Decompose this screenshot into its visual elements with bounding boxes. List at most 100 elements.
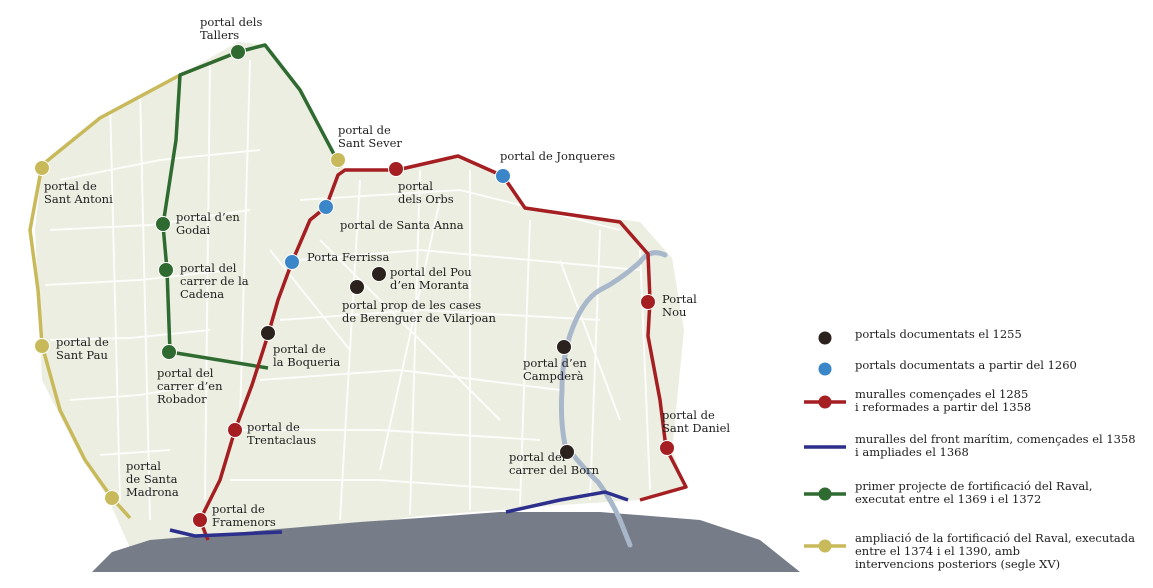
- portal-label-line: portal: [126, 459, 161, 473]
- legend-label-line: intervencions posteriors (segle XV): [855, 557, 1060, 571]
- portal-label-line: Sant Antoni: [44, 192, 113, 206]
- portal-marker-sant-daniel: [659, 440, 675, 456]
- wall-1285: [198, 154, 688, 541]
- legend-label-line: primer projecte de fortificació del Rava…: [855, 479, 1093, 493]
- street-line: [639, 249, 651, 491]
- portal-label-line: portal de Jonqueres: [500, 149, 615, 163]
- street-line: [319, 239, 501, 421]
- street-line: [409, 169, 421, 516]
- portal-label-line: de Santa: [126, 472, 178, 486]
- portal-marker-jonqueres: [495, 168, 511, 184]
- portal-label-line: Portal: [662, 292, 697, 306]
- portal-label-line: carrer del Born: [509, 463, 600, 477]
- portal-label-line: portal de: [56, 335, 109, 349]
- street-line: [44, 269, 231, 286]
- portal-label-line: Trentaclaus: [247, 433, 316, 447]
- portal-label-line: carrer de la: [180, 274, 249, 288]
- street-line: [269, 249, 351, 351]
- legend-symbol-dot: [818, 362, 832, 376]
- map-legend: portals documentats el 1255 portals docum…: [804, 327, 1136, 571]
- street-line: [69, 384, 201, 401]
- legend-label: ampliació de la fortificació del Raval, …: [855, 531, 1135, 571]
- portal-label-line: Tallers: [200, 28, 239, 42]
- street-line: [299, 188, 621, 231]
- portal-marker-born: [559, 444, 575, 460]
- wall-raval-expansion: [28, 50, 239, 520]
- portal-label-line: portal d’en: [176, 210, 240, 224]
- portal-label-line: portal: [398, 179, 433, 193]
- portal-marker-sant-antoni: [34, 160, 50, 176]
- legend-item-wall_maritime: muralles del front marítim, començades e…: [804, 432, 1136, 459]
- portal-label-line: portal del: [509, 450, 566, 464]
- portal-label-jonqueres: portal de Jonqueres: [500, 149, 615, 163]
- street-line: [519, 219, 531, 506]
- portal-marker-sant-pau: [34, 338, 50, 354]
- legend-label-line: i ampliades el 1368: [855, 445, 969, 459]
- street-line: [109, 99, 121, 501]
- legend-label: portals documentats el 1255: [855, 327, 1022, 341]
- portal-marker-pou-moranta: [371, 266, 387, 282]
- portal-marker-berenguer: [349, 279, 365, 295]
- portal-label-line: Nou: [662, 305, 686, 319]
- street-line: [559, 259, 621, 421]
- portal-marker-sant-sever: [330, 152, 346, 168]
- portal-label-santa-anna: portal de Santa Anna: [340, 218, 464, 232]
- portal-label-line: Sant Pau: [56, 348, 108, 362]
- street-line: [49, 209, 251, 231]
- portal-label-line: portal de: [212, 502, 265, 516]
- portal-label-line: portal de Santa Anna: [340, 218, 464, 232]
- portal-label-line: d’en Moranta: [390, 278, 469, 292]
- river: [558, 250, 668, 548]
- portal-label-line: Madrona: [126, 485, 179, 499]
- legend-label: primer projecte de fortificació del Rava…: [855, 479, 1093, 506]
- portal-label-line: Framenors: [212, 515, 276, 529]
- portal-label-line: Porta Ferrissa: [307, 250, 389, 264]
- portal-label-line: portal d’en: [523, 356, 587, 370]
- street-line: [299, 248, 641, 271]
- legend-symbol-dot: [818, 487, 832, 501]
- legend-item-portal_1255: portals documentats el 1255: [818, 327, 1022, 345]
- portal-marker-tallers: [230, 44, 246, 60]
- portal-marker-godai: [155, 216, 171, 232]
- portal-label-porta-ferrissa: Porta Ferrissa: [307, 250, 389, 264]
- street-line: [139, 89, 151, 521]
- legend-label: muralles del front marítim, començades e…: [855, 432, 1136, 459]
- street-line: [240, 429, 541, 441]
- portal-label-line: portal del: [180, 261, 237, 275]
- portal-marker-porta-ferrissa: [284, 254, 300, 270]
- portal-marker-cadena: [158, 262, 174, 278]
- portal-label-line: dels Orbs: [398, 192, 454, 206]
- legend-label-line: portals documentats el 1255: [855, 327, 1022, 341]
- legend-symbol-dot: [818, 395, 832, 409]
- wall-maritime-east: [505, 490, 629, 514]
- portal-label-line: Cadena: [180, 287, 224, 301]
- legend-label-line: executat entre el 1369 i el 1372: [855, 492, 1041, 506]
- wall-maritime-west: [169, 528, 283, 538]
- legend-item-raval_expansion: ampliació de la fortificació del Raval, …: [804, 531, 1135, 571]
- street-line: [230, 479, 521, 491]
- portal-label-line: portal del: [157, 366, 214, 380]
- street-line: [99, 449, 171, 456]
- portal-label-line: portal de: [247, 420, 300, 434]
- portal-label-line: de Berenguer de Vilarjoan: [342, 311, 496, 325]
- legend-label: portals documentats a partir del 1260: [855, 358, 1077, 372]
- legend-label-line: muralles començades el 1285: [855, 387, 1028, 401]
- street-line: [239, 59, 251, 421]
- portal-marker-santa-madrona: [104, 490, 120, 506]
